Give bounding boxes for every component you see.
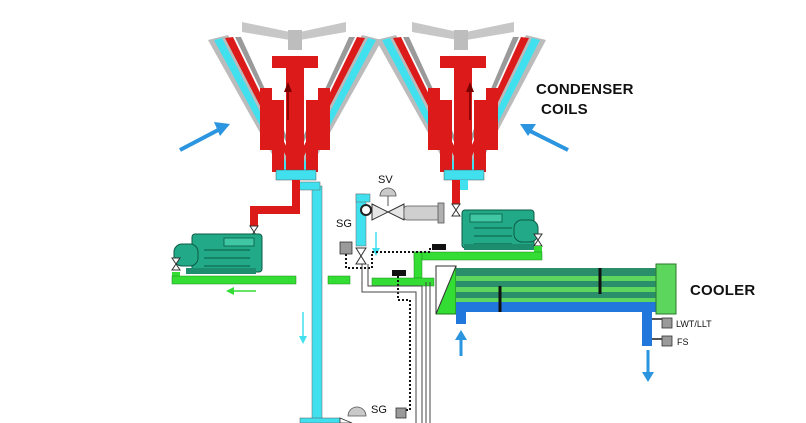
sight-glass-top-label: SG [336, 218, 352, 230]
left-suction-line [171, 272, 351, 295]
left-condenser-fan-icon [242, 22, 346, 50]
filter-drier-icon [403, 202, 445, 224]
sight-glass-top-icon [360, 204, 372, 216]
cooler-label: COOLER [690, 282, 756, 299]
solenoid-valve-label: SV [378, 174, 393, 186]
right-compressor-icon [461, 209, 539, 250]
left-compressor-icon [173, 233, 263, 274]
right-condenser-coil [376, 35, 546, 181]
cooler-evaporator [435, 263, 677, 346]
expansion-valve-icon [355, 247, 367, 265]
water-sensors [652, 317, 673, 347]
cooler-feed-lines [361, 264, 431, 423]
condenser-coils-label-line2: COILS [541, 101, 588, 118]
left-condenser-coil [208, 35, 382, 181]
control-wiring [345, 244, 446, 411]
left-air-arrow-icon [179, 122, 230, 152]
water-outlet-arrow-icon [642, 350, 654, 382]
right-condenser-fan-icon [412, 22, 514, 50]
solenoid-valve-icon [371, 187, 405, 221]
sight-glass-bottom-label: SG [371, 404, 387, 416]
right-discharge-line [452, 180, 460, 204]
right-discharge-valve-icon [451, 203, 461, 217]
left-suction-valve-icon [171, 257, 181, 271]
water-inlet-arrow-icon [455, 330, 467, 356]
sight-glass-gauge-icon [339, 241, 353, 255]
sight-glass-bottom-icon [299, 406, 407, 423]
right-air-arrow-icon [520, 124, 569, 152]
lwt-llt-sensor-label: LWT/LLT [676, 319, 712, 329]
left-liquid-line [292, 180, 323, 423]
right-suction-valve-icon [533, 233, 543, 247]
flow-switch-label: FS [677, 337, 689, 347]
condenser-coils-label-line1: CONDENSER [536, 81, 634, 98]
left-discharge-line [250, 180, 300, 226]
